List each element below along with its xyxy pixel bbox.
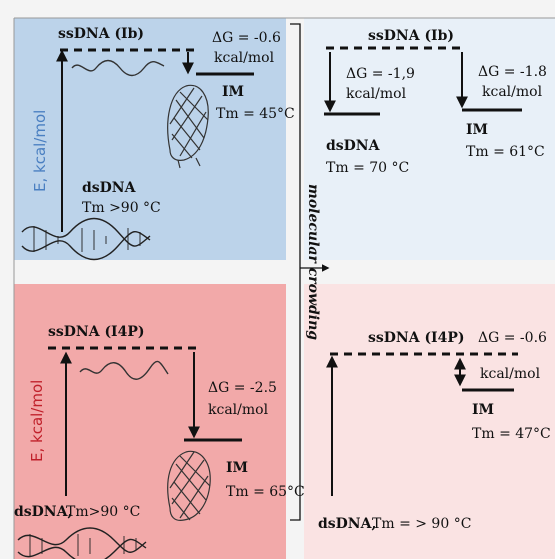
dsdna-label-top-right: dsDNA xyxy=(326,138,381,154)
dsdna-label-top-left: dsDNA xyxy=(82,180,137,196)
i-motif-structure-bottom-left xyxy=(167,450,211,521)
delta-g-value-right-top-right: ΔG = -1.8 xyxy=(478,64,547,80)
dsdna-helix-top-left xyxy=(21,217,151,261)
delta-g-unit-bottom-right: kcal/mol xyxy=(480,366,541,382)
delta-g-value-top-left: ΔG = -0.6 xyxy=(212,30,281,46)
delta-g-unit-right-top-right: kcal/mol xyxy=(482,84,543,100)
dsdna-label-bottom-left: dsDNA, xyxy=(14,504,72,520)
ssdna-label-bottom-right: ssDNA (I4P) xyxy=(368,330,465,346)
im-tm-bottom-left: Tm = 65°C xyxy=(226,484,305,500)
ssdna-label-top-left: ssDNA (Ib) xyxy=(58,26,144,42)
dsdna-tm-top-right: Tm = 70 °C xyxy=(326,160,409,176)
ssdna-label-bottom-left: ssDNA (I4P) xyxy=(48,324,145,340)
panel-top-right-background xyxy=(304,18,555,260)
delta-g-value-bottom-left: ΔG = -2.5 xyxy=(208,380,277,396)
dsdna-label-bottom-right: dsDNA, xyxy=(318,516,376,532)
delta-g-value-bottom-right: ΔG = -0.6 xyxy=(478,330,547,346)
im-label-top-left: IM xyxy=(222,84,244,100)
molecular-crowding-label: molecular crowding xyxy=(305,184,321,340)
im-tm-bottom-right: Tm = 47°C xyxy=(472,426,551,442)
im-tm-top-right: Tm = 61°C xyxy=(466,144,545,160)
im-label-top-right: IM xyxy=(466,122,488,138)
panel-bottom-right-background xyxy=(304,284,555,559)
delta-g-unit-bottom-left: kcal/mol xyxy=(208,402,269,418)
i-motif-structure-top-left xyxy=(167,84,209,169)
panel-bottom-left-background xyxy=(14,284,286,559)
dsdna-tm-bottom-right: Tm = > 90 °C xyxy=(372,516,471,532)
im-label-bottom-left: IM xyxy=(226,460,248,476)
dsdna-tm-top-left: Tm >90 °C xyxy=(82,200,161,216)
crowding-bracket xyxy=(290,23,301,521)
delta-g-unit-left-top-right: kcal/mol xyxy=(346,86,407,102)
dsdna-helix-bottom-left xyxy=(17,527,147,559)
axis-label-top-left: E, kcal/mol xyxy=(31,110,49,192)
axis-label-bottom-left: E, kcal/mol xyxy=(28,380,46,462)
im-label-bottom-right: IM xyxy=(472,402,494,418)
im-tm-top-left: Tm = 45°C xyxy=(216,106,295,122)
dsdna-tm-bottom-left: Tm>90 °C xyxy=(66,504,140,520)
delta-g-unit-top-left: kcal/mol xyxy=(214,50,275,66)
ssdna-strand-top-left xyxy=(71,59,165,77)
delta-g-value-left-top-right: ΔG = -1,9 xyxy=(346,66,415,82)
ssdna-label-top-right: ssDNA (Ib) xyxy=(368,28,454,44)
ssdna-strand-bottom-left xyxy=(79,360,169,380)
